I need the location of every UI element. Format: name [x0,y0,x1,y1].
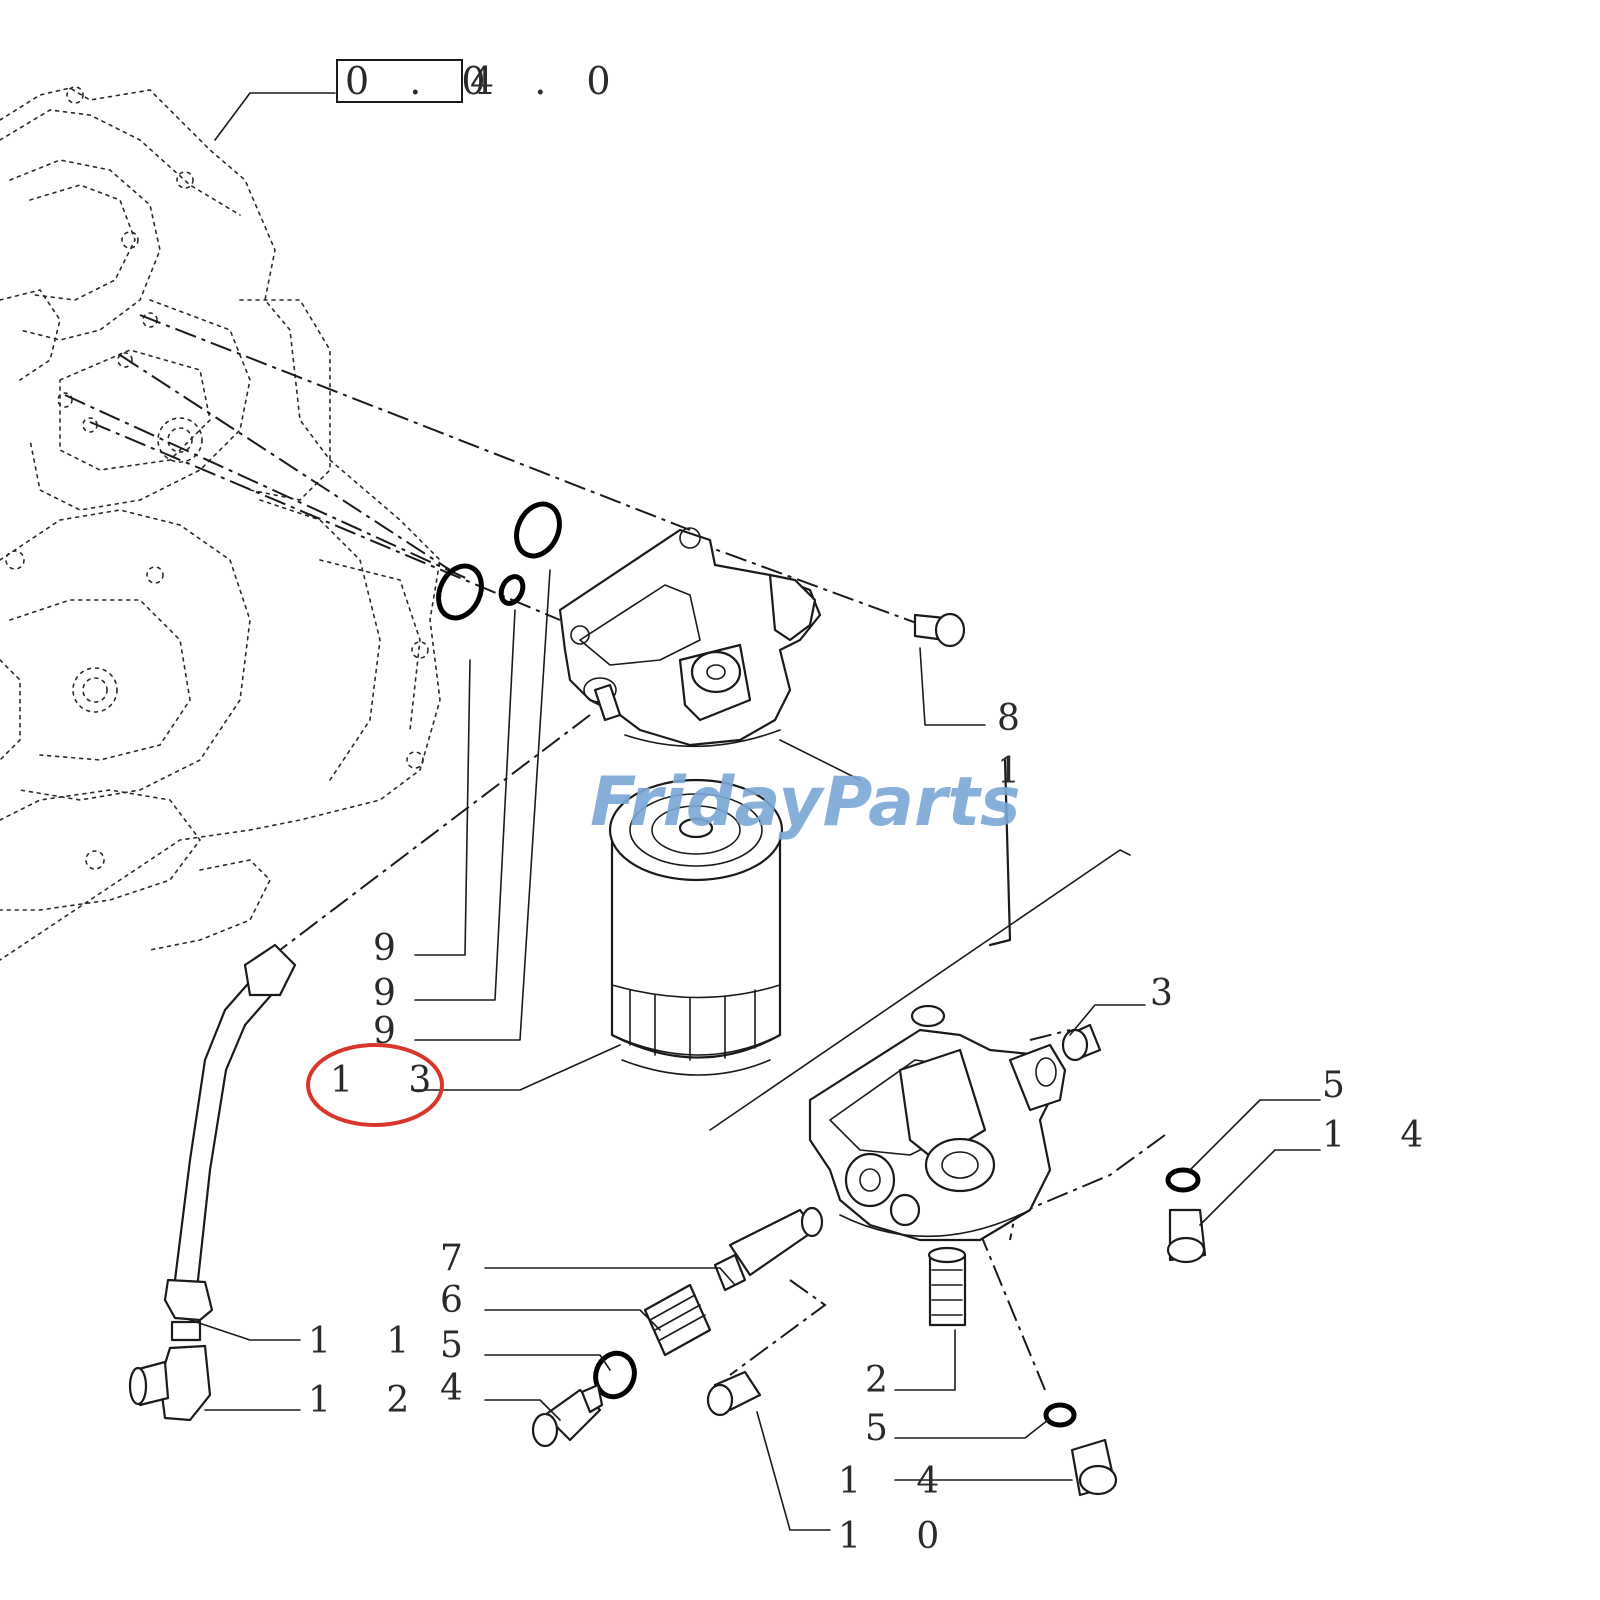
callout-3: 3 [1150,973,1195,1014]
callout-11: 1 1 [308,1321,431,1362]
callout-2: 2 [865,1360,910,1401]
callout-4: 4 [440,1368,485,1409]
callout-9-a: 9 [373,928,418,969]
relief-valve-parts [531,1206,824,1448]
callout-14-top: 1 4 [1322,1115,1445,1156]
callout-8: 8 [997,698,1042,739]
callout-9-c: 9 [373,1011,418,1052]
engine-block [0,86,441,961]
callout-12: 1 2 [308,1380,431,1421]
reference-rest-text: 4 . 0 [470,59,625,103]
bolt-8 [913,612,966,648]
watermark: FridayParts [590,763,1021,842]
callout-5-top: 5 [1322,1065,1367,1106]
callout-14-bottom: 1 4 [838,1461,961,1502]
plugs [706,1023,1207,1497]
callout-10: 1 0 [838,1516,961,1557]
oil-filter [608,778,784,1076]
reference-boxed-text: 0 . 0 [345,59,500,103]
callout-5-left: 5 [440,1325,485,1366]
leader-lines [189,92,1321,1531]
filter-head-lower [709,758,1131,1242]
callout-13: 1 3 [330,1060,453,1101]
callout-7: 7 [440,1238,485,1279]
reference-label: 0 . 0 4 . 0 [336,59,625,103]
highlight-circle [306,1043,444,1127]
callout-6: 6 [440,1280,485,1321]
oil-line [128,943,297,1422]
callout-1: 1 [997,751,1042,792]
filter-head-upper [558,527,822,748]
callout-9-b: 9 [373,973,418,1014]
callout-5-bottom: 5 [865,1408,910,1449]
reference-box [336,59,463,103]
callouts: 8 1 9 9 9 1 3 3 5 1 4 7 6 5 4 2 5 1 4 1 … [308,698,1445,1557]
o-rings-9 [436,501,562,621]
